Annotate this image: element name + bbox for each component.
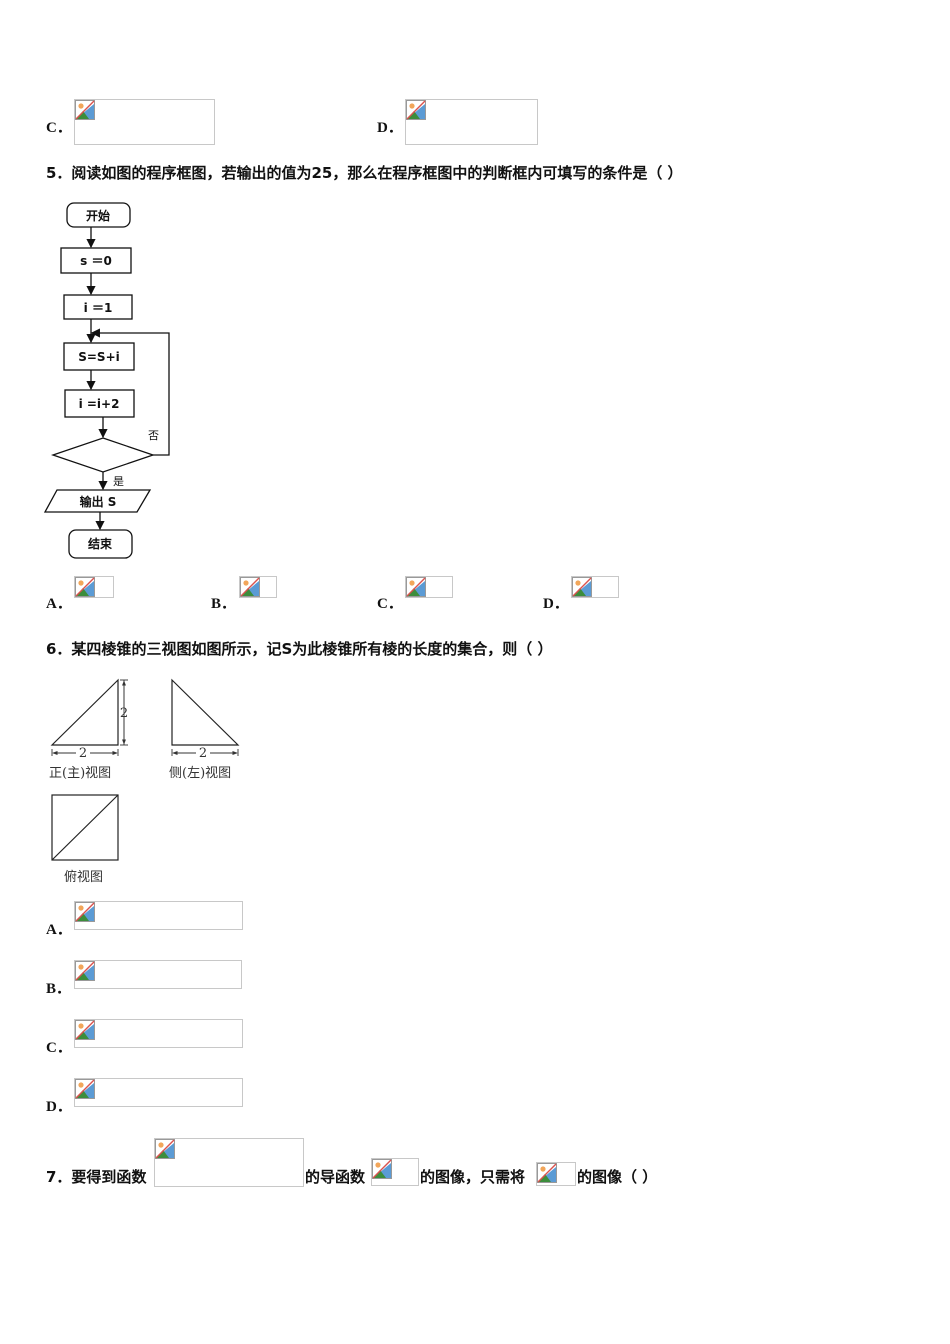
- question-7-mid1: 的导函数: [305, 1168, 366, 1186]
- flowchart-update-s-text: S=S+i: [78, 350, 120, 364]
- q7-source-image: [536, 1162, 576, 1186]
- broken-image-icon: [75, 100, 95, 120]
- q5-option-c-image: [405, 576, 453, 598]
- q6-option-c-label: C．: [46, 1040, 72, 1056]
- q6-option-c-image: [74, 1019, 243, 1048]
- q4-option-c-label: C．: [46, 120, 72, 136]
- flowchart-output-text: 输出 S: [80, 494, 117, 509]
- q5-option-b-image: [239, 576, 277, 598]
- q5-option-b-label: B．: [211, 596, 237, 612]
- q6-option-a-label: A．: [46, 922, 72, 938]
- flowchart-init-s-text: s ＝0: [80, 254, 112, 268]
- question-6-text: 6．某四棱锥的三视图如图所示，记S为此棱锥所有棱的长度的集合，则（ ）: [46, 640, 553, 658]
- q7-function-image: [154, 1138, 304, 1187]
- q6-option-d-image: [74, 1078, 243, 1107]
- broken-image-icon: [75, 961, 95, 981]
- broken-image-icon: [406, 577, 426, 597]
- q5-option-a-image: [74, 576, 114, 598]
- q5-option-c-label: C．: [377, 596, 403, 612]
- q5-option-a-label: A．: [46, 596, 72, 612]
- flowchart-init-s-box: [60, 247, 132, 274]
- flowchart-update-i-box: [64, 389, 135, 418]
- flowchart-start-box: [66, 202, 131, 228]
- q4-option-d-label: D．: [377, 120, 403, 136]
- flowchart-yes-label: 是: [113, 475, 124, 488]
- q6-option-b-image: [74, 960, 242, 989]
- broken-image-icon: [75, 1079, 95, 1099]
- q4-option-d-image: [405, 99, 538, 145]
- top-view-square: [51, 794, 119, 861]
- flowchart-output-box: [43, 489, 152, 513]
- broken-image-icon: [75, 902, 95, 922]
- q5-option-d-label: D．: [543, 596, 569, 612]
- top-view-label: 俯视图: [64, 870, 104, 885]
- broken-image-icon: [155, 1139, 175, 1159]
- flowchart-update-s-box: [63, 342, 135, 371]
- question-7-suffix: 的图像（ ）: [577, 1168, 658, 1186]
- q6-option-d-label: D．: [46, 1099, 72, 1115]
- flowchart-end-box: [68, 529, 133, 559]
- side-view-label: 侧(左)视图: [169, 766, 232, 781]
- question-7-mid2: 的图像，只需将: [420, 1168, 526, 1186]
- flowchart-update-i-text: i =i+2: [79, 397, 120, 411]
- flowchart-end-text: 结束: [88, 536, 113, 551]
- flowchart: 开始 s ＝0 i ＝1 S=S+i i =i+2 输出 S 结束 否 是: [43, 202, 170, 559]
- flowchart-decision-diamond: [50, 437, 156, 473]
- question-5-text: 5．阅读如图的程序框图，若输出的值为25，那么在程序框图中的判断框内可填写的条件…: [46, 164, 683, 182]
- broken-image-icon: [75, 577, 95, 597]
- front-view-label: 正(主)视图: [49, 766, 112, 781]
- front-view-triangle: [50, 678, 119, 746]
- flowchart-init-i-box: [63, 294, 133, 320]
- three-view-drawings: 2 2 2: [50, 678, 240, 861]
- broken-image-icon: [240, 577, 260, 597]
- broken-image-icon: [537, 1163, 557, 1183]
- broken-image-icon: [572, 577, 592, 597]
- front-width-dimension: 2: [79, 746, 87, 761]
- flowchart-start-text: 开始: [86, 208, 110, 223]
- broken-image-icon: [75, 1020, 95, 1040]
- q7-derivative-image: [371, 1158, 419, 1186]
- side-width-dimension: 2: [199, 746, 207, 761]
- q5-option-d-image: [571, 576, 619, 598]
- q6-option-a-image: [74, 901, 243, 930]
- flowchart-no-label: 否: [148, 429, 159, 442]
- side-view-triangle: [171, 678, 240, 746]
- flowchart-init-i-text: i ＝1: [84, 301, 113, 315]
- q6-option-b-label: B．: [46, 981, 72, 997]
- front-height-dimension: 2: [120, 706, 128, 721]
- broken-image-icon: [406, 100, 426, 120]
- broken-image-icon: [372, 1159, 392, 1179]
- question-7-prefix: 7．要得到函数: [46, 1168, 147, 1186]
- q4-option-c-image: [74, 99, 215, 145]
